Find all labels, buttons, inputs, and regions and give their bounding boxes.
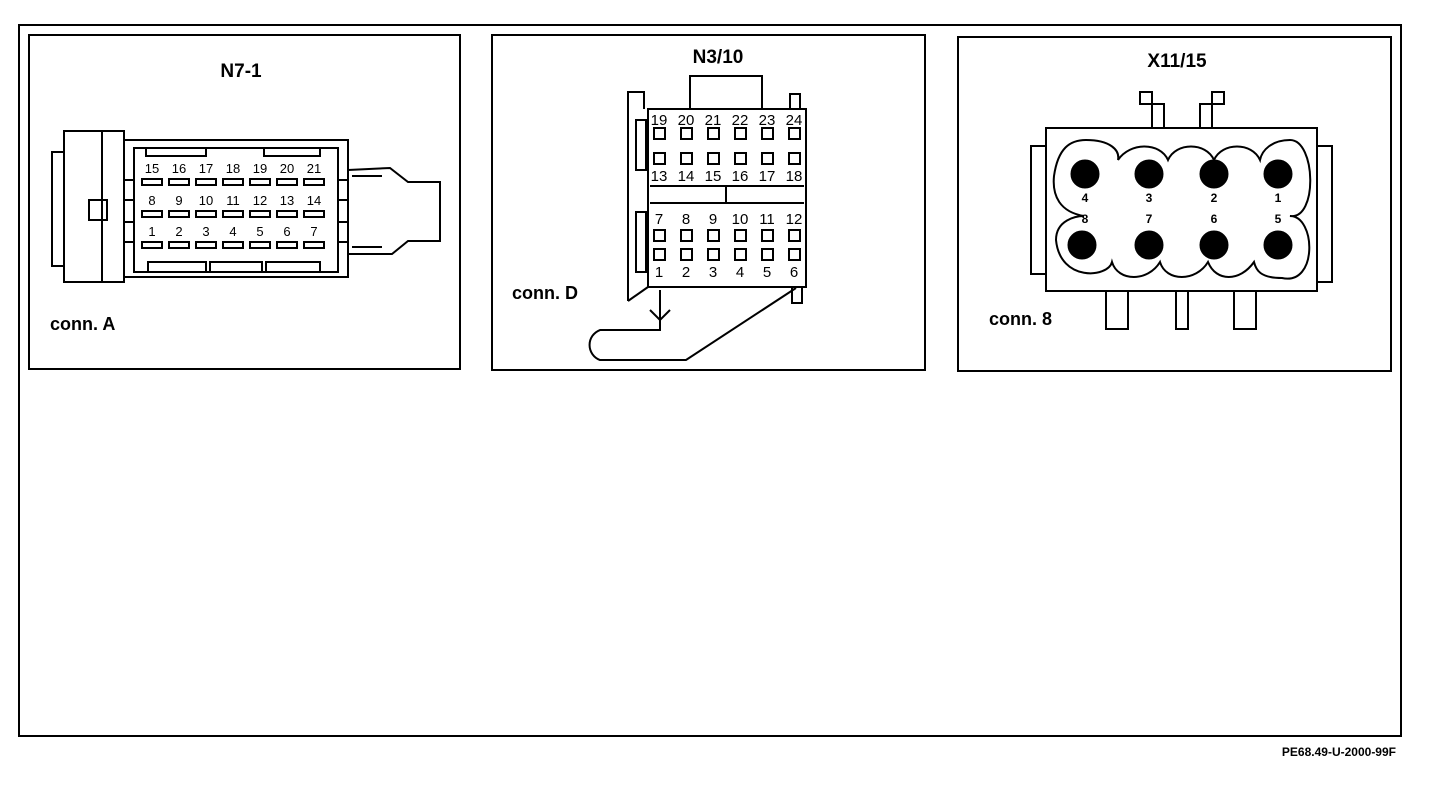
panel-x11-15: X11/15 4 <box>957 36 1392 372</box>
pin-numbers: 19 20 21 22 23 24 13 14 15 16 17 18 7 8 … <box>651 112 803 281</box>
pin-numbers: 15 16 17 18 19 20 21 8 9 10 11 12 13 14 … <box>145 161 321 239</box>
panel-title: N3/10 <box>693 47 744 68</box>
pin-number: 14 <box>307 193 321 208</box>
panel-border <box>957 36 1392 372</box>
connector-label: conn. A <box>50 314 115 334</box>
pin-number: 23 <box>759 112 776 129</box>
pin-number: 8 <box>682 211 690 228</box>
pin-number: 7 <box>310 224 317 239</box>
pin-contacts <box>1067 159 1293 260</box>
pin-number: 18 <box>786 168 803 185</box>
pin-number: 2 <box>682 264 690 281</box>
connector-x11-15-drawing <box>1030 91 1333 330</box>
panel-title: X11/15 <box>1147 51 1207 72</box>
pin-number: 9 <box>175 193 182 208</box>
pin-number: 13 <box>280 193 294 208</box>
pin-number: 15 <box>145 161 159 176</box>
pin-number: 21 <box>705 112 722 129</box>
pin-number: 15 <box>705 168 722 185</box>
pin-number: 19 <box>651 112 668 129</box>
pin-number: 20 <box>678 112 695 129</box>
pin-number: 4 <box>1082 191 1089 205</box>
pin-number: 12 <box>786 211 803 228</box>
pin-number: 6 <box>790 264 798 281</box>
pin-number: 11 <box>759 211 775 228</box>
pin-number: 6 <box>283 224 290 239</box>
connector-label: conn. 8 <box>989 309 1052 329</box>
pin-slots <box>141 178 325 249</box>
pin-number: 8 <box>148 193 155 208</box>
pin-number: 3 <box>1146 191 1153 205</box>
pin-number: 9 <box>709 211 717 228</box>
connector-n7-1-drawing <box>51 130 441 283</box>
reference-code: PE68.49-U-2000-99F <box>1282 745 1396 759</box>
pin-number: 16 <box>732 168 749 185</box>
panel-n7-1: N7-1 <box>28 34 461 370</box>
panel-n3-10: N3/10 <box>491 34 926 371</box>
connector-label: conn. D <box>512 283 578 303</box>
connector-n3-10-drawing <box>588 75 807 361</box>
pin-number: 2 <box>175 224 182 239</box>
pin-number: 8 <box>1082 212 1089 226</box>
pin-number: 1 <box>655 264 663 281</box>
pin-number: 17 <box>199 161 213 176</box>
pin-number: 12 <box>253 193 267 208</box>
pin-number: 2 <box>1211 191 1218 205</box>
pin-number: 22 <box>732 112 749 129</box>
pin-number: 17 <box>759 168 776 185</box>
pin-number: 18 <box>226 161 240 176</box>
pin-number: 21 <box>307 161 321 176</box>
panel-border <box>28 34 461 370</box>
pin-number: 7 <box>655 211 663 228</box>
pin-number: 20 <box>280 161 294 176</box>
pin-number: 4 <box>229 224 236 239</box>
pin-number: 7 <box>1146 212 1153 226</box>
pin-number: 5 <box>763 264 771 281</box>
pin-number: 1 <box>148 224 155 239</box>
pin-number: 6 <box>1211 212 1218 226</box>
pin-number: 11 <box>226 193 240 208</box>
outer-frame <box>18 24 1402 737</box>
pin-number: 24 <box>786 112 803 129</box>
pin-number: 14 <box>678 168 695 185</box>
pin-cells <box>653 127 801 261</box>
pin-number: 5 <box>256 224 263 239</box>
pin-number: 1 <box>1275 191 1282 205</box>
pin-number: 3 <box>709 264 717 281</box>
panel-border <box>491 34 926 371</box>
pin-number: 10 <box>732 211 749 228</box>
pin-number: 19 <box>253 161 267 176</box>
panel-title: N7-1 <box>220 61 262 82</box>
pin-number: 3 <box>202 224 209 239</box>
pin-numbers: 4 3 2 1 8 7 6 5 <box>1082 191 1282 226</box>
pin-number: 16 <box>172 161 186 176</box>
pin-number: 4 <box>736 264 744 281</box>
pin-number: 13 <box>651 168 668 185</box>
pin-number: 10 <box>199 193 213 208</box>
pin-number: 5 <box>1275 212 1282 226</box>
